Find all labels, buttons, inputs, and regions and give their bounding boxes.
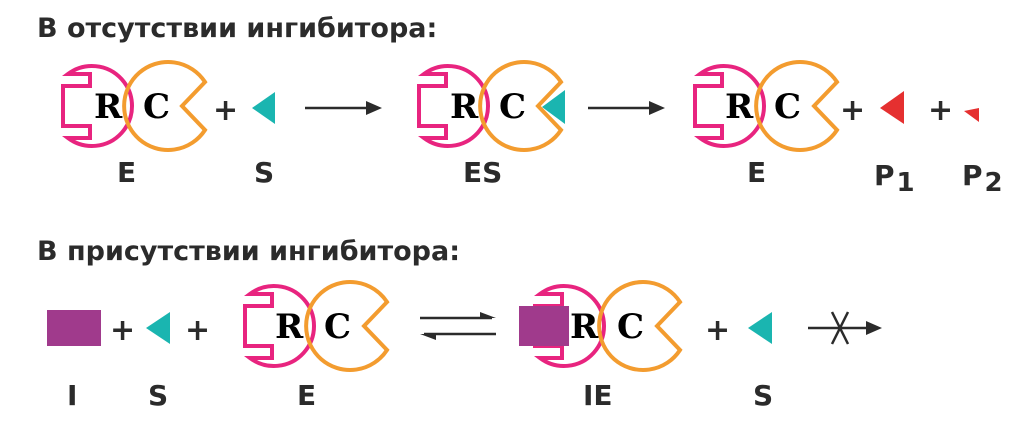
plus-sign: + xyxy=(213,93,238,128)
plus-sign: + xyxy=(705,313,730,348)
catalytic-site-letter: C xyxy=(617,307,644,347)
plus-sign: + xyxy=(110,313,135,348)
substrate-shape xyxy=(252,92,275,124)
bound-substrate-shape xyxy=(542,90,565,124)
regulatory-site-letter: R xyxy=(275,307,304,347)
label-inhibited-complex: IE xyxy=(583,379,613,412)
enzyme-released: R C xyxy=(693,60,840,152)
heading-presence: В присутствии ингибитора: xyxy=(37,236,460,267)
catalytic-site-letter: C xyxy=(324,307,351,347)
plus-sign: + xyxy=(840,93,865,128)
label-enzyme: E xyxy=(747,156,766,189)
label-substrate: S xyxy=(148,379,168,412)
label-enzyme: E xyxy=(117,156,136,189)
label-enzyme: E xyxy=(297,379,316,412)
heading-absence: В отсутствии ингибитора: xyxy=(37,13,437,44)
regulatory-site-letter: R xyxy=(570,307,599,347)
catalytic-site-letter: C xyxy=(143,87,170,127)
label-substrate: S xyxy=(753,379,773,412)
bound-inhibitor-shape xyxy=(519,306,569,346)
product2-shape xyxy=(964,108,979,122)
arrowhead xyxy=(866,321,882,335)
label-inhibitor: I xyxy=(67,379,77,412)
enzyme-free: R C xyxy=(243,280,390,372)
substrate-shape xyxy=(146,312,170,344)
enzyme-substrate-complex: R C xyxy=(417,60,565,152)
regulatory-site-letter: R xyxy=(725,87,754,127)
product1-shape xyxy=(880,91,904,124)
label-product2: P2 xyxy=(962,159,1003,198)
label-substrate: S xyxy=(254,156,274,189)
arrowhead xyxy=(649,101,665,115)
regulatory-site-letter: R xyxy=(450,87,479,127)
inhibitor-shape xyxy=(47,310,101,346)
label-complex: ES xyxy=(463,156,502,189)
cross-mark xyxy=(830,311,850,345)
plus-sign: + xyxy=(185,313,210,348)
catalytic-site-letter: C xyxy=(774,87,801,127)
arrowhead xyxy=(480,312,496,318)
plus-sign: + xyxy=(928,93,953,128)
catalytic-site-letter: C xyxy=(499,87,526,127)
substrate-shape xyxy=(748,312,772,344)
enzyme-free: R C xyxy=(61,60,208,152)
label-product1: P1 xyxy=(874,159,915,198)
arrowhead xyxy=(420,334,436,340)
inhibitor-enzyme-complex: R C xyxy=(519,280,683,372)
arrowhead xyxy=(366,101,382,115)
regulatory-site-letter: R xyxy=(94,87,123,127)
